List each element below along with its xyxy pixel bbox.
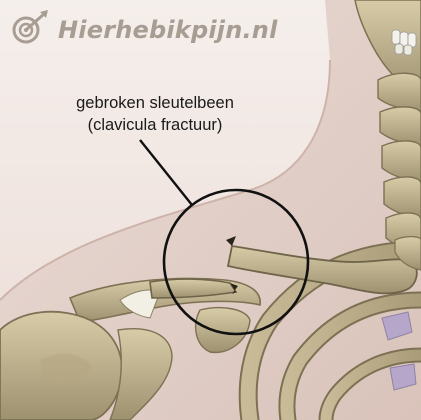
fracture-label: gebroken sleutelbeen (clavicula fractuur… (40, 92, 270, 136)
fracture-label-line1: gebroken sleutelbeen (40, 92, 270, 114)
teeth (392, 30, 416, 55)
logo-text: Hierhebikpijn.nl (58, 16, 278, 44)
site-logo: Hierhebikpijn.nl (12, 12, 278, 48)
logo-icon-spacer (12, 12, 52, 48)
fracture-label-line2: (clavicula fractuur) (40, 114, 270, 136)
